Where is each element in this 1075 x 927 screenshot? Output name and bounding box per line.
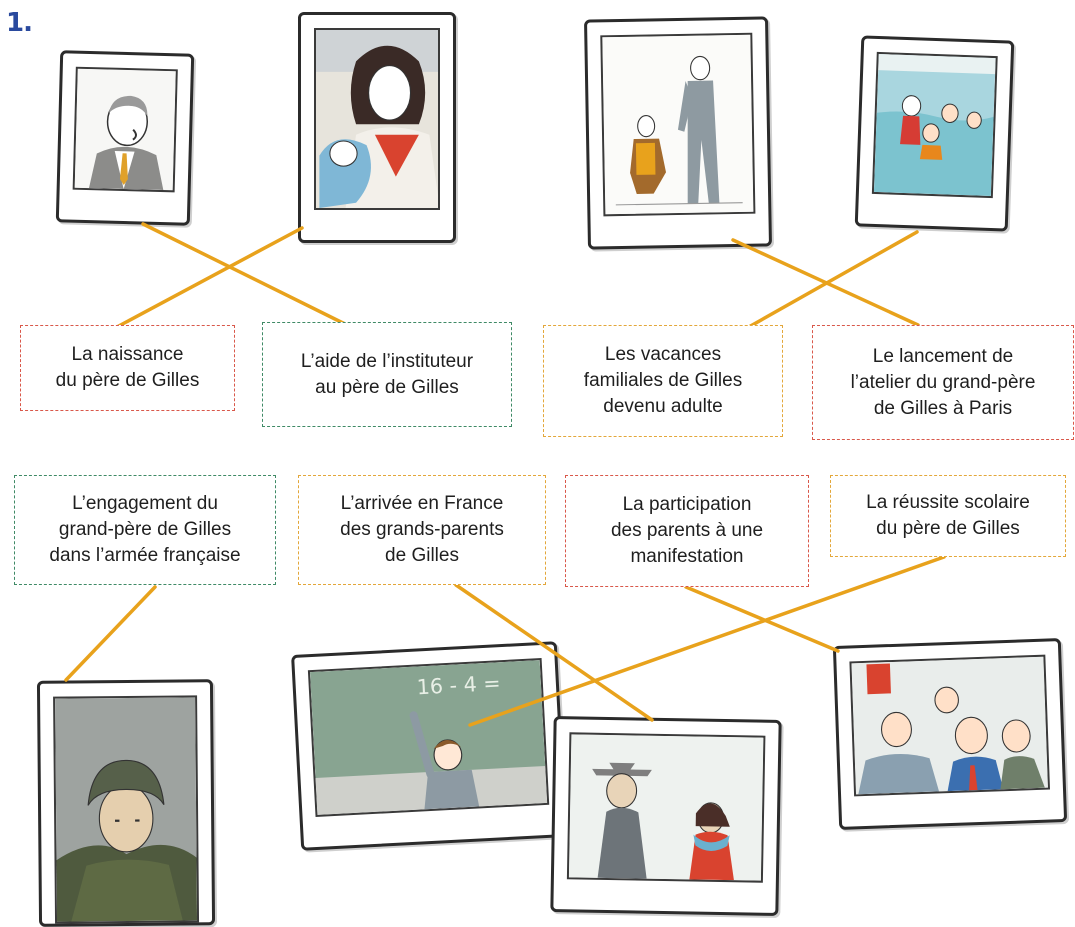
connector-line bbox=[64, 585, 157, 682]
photo-soldier[interactable] bbox=[36, 679, 216, 927]
photo-mother-baby[interactable] bbox=[298, 12, 456, 243]
connector-line bbox=[745, 230, 919, 330]
photo-man-suit[interactable] bbox=[55, 50, 195, 226]
photo-couple[interactable] bbox=[550, 716, 782, 916]
blackboard-illustration: 16 - 4 = bbox=[309, 660, 548, 815]
photo-workshop[interactable] bbox=[584, 16, 772, 250]
connector-line bbox=[731, 238, 920, 327]
exercise-number: 1. bbox=[6, 8, 33, 38]
workshop-illustration bbox=[602, 34, 754, 215]
grandfather-illustration bbox=[74, 68, 176, 191]
connector-line bbox=[113, 226, 304, 330]
photo-blackboard[interactable]: 16 - 4 = bbox=[291, 641, 567, 851]
protest-illustration bbox=[851, 656, 1048, 795]
connector-line bbox=[684, 585, 840, 653]
photo-protest[interactable] bbox=[832, 638, 1068, 830]
beach-illustration bbox=[873, 54, 996, 197]
couple-illustration bbox=[568, 734, 764, 881]
mother-baby-illustration bbox=[316, 30, 438, 208]
soldier-illustration bbox=[55, 697, 198, 922]
photo-beach[interactable] bbox=[854, 35, 1015, 232]
svg-text:16 - 4 =: 16 - 4 = bbox=[416, 671, 501, 699]
